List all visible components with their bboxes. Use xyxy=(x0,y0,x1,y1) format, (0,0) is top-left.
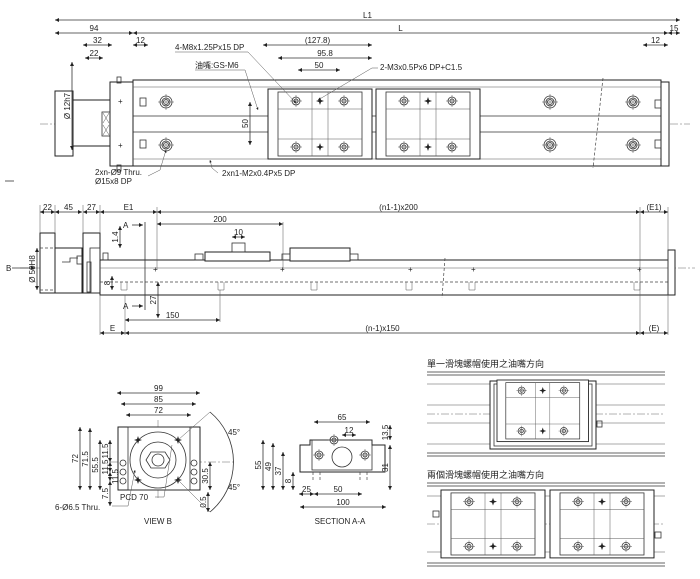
dim-bore-label: Ø 50H8 xyxy=(28,255,37,283)
dim-e1-label: E1 xyxy=(124,203,134,212)
dim-72-label: 72 xyxy=(154,406,163,415)
grease-direction-single: 單一滑塊螺帽使用之油嘴方向 xyxy=(427,358,665,457)
coupling-housing xyxy=(72,99,114,147)
dim-50-sec-label: 50 xyxy=(334,485,343,494)
side-view: + + + + + xyxy=(12,205,695,335)
dim-127-8-label: (127.8) xyxy=(305,36,331,45)
dim-30-5-label: 30.5 xyxy=(201,468,210,484)
angle-45-top: 45° xyxy=(228,428,240,437)
end-block-right xyxy=(660,81,670,167)
pcd-label: PCD 70 xyxy=(120,493,149,502)
svg-text:+: + xyxy=(118,141,123,150)
top-view: ++ xyxy=(5,51,690,182)
carriage-2 xyxy=(376,89,480,159)
dim-13-5-label: 13.5 xyxy=(381,424,390,440)
section-a-bottom-label: A xyxy=(123,302,129,311)
dim-32-label: 32 xyxy=(93,36,102,45)
dim-22-label: 22 xyxy=(90,49,99,58)
svg-text:+: + xyxy=(280,265,285,274)
dim-12-left-label: 12 xyxy=(136,36,145,45)
svg-text:+: + xyxy=(637,265,642,274)
carriage-1 xyxy=(268,89,372,159)
dim-50-vertical-label: 50 xyxy=(241,119,250,128)
m2-tap-note: 2xn1-M2x0.4Px5 DP xyxy=(222,169,295,178)
svg-text:+: + xyxy=(118,97,123,106)
mounting-holes-note: 6-Ø6.5 Thru. xyxy=(55,503,100,512)
counterbore-note: Ø15x8 DP xyxy=(95,177,132,186)
dimension-annotations: L1L 94 32 22 12 (127.8) 95.8 50 15 12 22 45 27 E1 (n1-… xyxy=(6,11,680,526)
dim-94-label: 94 xyxy=(90,24,99,33)
dim-pitch-150-label: (n-1)x150 xyxy=(365,324,400,333)
dim-10-label: 10 xyxy=(234,228,243,237)
dim-sec-8-label: 8 xyxy=(284,478,293,483)
view-b-title: VIEW B xyxy=(144,517,172,526)
dim-1-4-label: 1.4 xyxy=(111,231,120,243)
single-carriage-title: 單一滑塊螺帽使用之油嘴方向 xyxy=(427,358,544,369)
dim-l-label: L xyxy=(398,24,403,33)
carriage-side-2 xyxy=(289,247,351,262)
grease-nipple-note: 油嘴:GS-M6 xyxy=(195,60,239,70)
dim-e-label: E xyxy=(110,324,115,333)
dim-side-45-label: 45 xyxy=(64,203,73,212)
dim-e1-right-label: (E1) xyxy=(646,203,661,212)
dim-95-8-label: 95.8 xyxy=(317,49,333,58)
dim-11-5-a-label: 11.5 xyxy=(101,443,110,459)
dim-99-label: 99 xyxy=(154,384,163,393)
through-hole-note: 2xn-Ø9 Thru. xyxy=(95,168,142,177)
dim-100-label: 100 xyxy=(336,498,350,507)
tap-note: 4-M8x1.25Px15 DP xyxy=(175,43,244,52)
dim-25-label: 25 xyxy=(302,485,311,494)
dim-side-27-label: 27 xyxy=(87,203,96,212)
svg-text:+: + xyxy=(153,265,158,274)
carriage-side-1 xyxy=(204,251,271,262)
dim-50-label: 50 xyxy=(315,61,324,70)
view-b xyxy=(110,411,235,513)
dim-7-5-label: 7.5 xyxy=(101,487,110,499)
dim-55-5-label: 55.5 xyxy=(91,457,100,473)
rail-side xyxy=(99,259,669,296)
dim-37-label: 37 xyxy=(274,466,283,475)
dim-l1-label: L1 xyxy=(363,11,372,20)
dim-72-vertical-label: 72 xyxy=(71,454,80,463)
dim-27-vertical-label: 27 xyxy=(149,295,158,304)
dim-shaft-label: Ø 12h7 xyxy=(63,92,72,119)
dim-85-label: 85 xyxy=(154,395,163,404)
dim-65-label: 65 xyxy=(338,413,347,422)
dim-71-5-label: 71.5 xyxy=(81,451,90,467)
dim-200-label: 200 xyxy=(213,215,227,224)
dim-55-label: 55 xyxy=(254,460,263,469)
dim-side-8-label: 8 xyxy=(103,280,112,285)
m3-tap-note: 2-M3x0.5Px6 DP+C1.5 xyxy=(380,63,463,72)
grease-direction-double: 兩個滑塊螺帽使用之油嘴方向 xyxy=(427,469,665,567)
dim-49-label: 49 xyxy=(264,462,273,471)
section-a-a xyxy=(299,433,386,482)
dim-15-label: 15 xyxy=(670,24,679,33)
motor-side xyxy=(39,232,56,294)
double-carriage-title: 兩個滑塊螺帽使用之油嘴方向 xyxy=(427,469,544,480)
dim-150-label: 150 xyxy=(166,311,180,320)
svg-text:+: + xyxy=(408,265,413,274)
dim-side-22-label: 22 xyxy=(43,203,52,212)
section-a-top-label: A xyxy=(123,221,129,230)
angle-45-bottom: 45° xyxy=(228,483,240,492)
flange-side xyxy=(54,247,83,294)
dim-11-5-b-label: 11.5 xyxy=(101,459,110,475)
section-a-a-title: SECTION A-A xyxy=(315,517,366,526)
dim-12-right-label: 12 xyxy=(651,36,660,45)
view-b-arrow-label: B xyxy=(6,264,11,273)
svg-text:+: + xyxy=(471,265,476,274)
end-block-left xyxy=(109,81,134,167)
dim-0-5-label: 0.5 xyxy=(199,496,208,508)
dim-pitch-200-label: (n1-1)x200 xyxy=(379,203,418,212)
dim-31-label: 31 xyxy=(381,463,390,472)
dim-e-right-label: (E) xyxy=(649,324,660,333)
dim-11-5-c-label: 11.5 xyxy=(111,468,120,484)
dim-12-sec-label: 12 xyxy=(345,426,354,435)
